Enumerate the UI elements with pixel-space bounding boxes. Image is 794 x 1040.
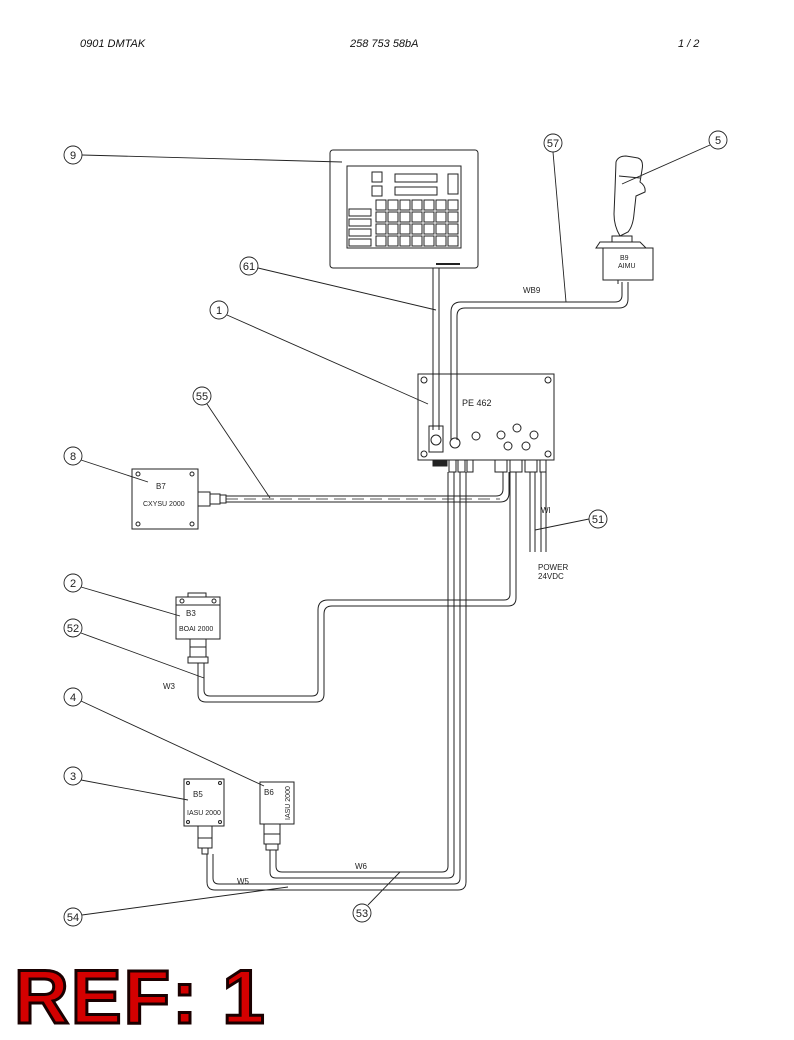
callout-2: 2 [70, 578, 76, 590]
b6-id-label: B6 [264, 788, 274, 797]
pe462-box [417, 373, 555, 473]
callout-55: 55 [196, 391, 208, 403]
wire-label-wb9: WB9 [523, 286, 541, 295]
callout-61: 61 [243, 261, 255, 273]
callout-5: 5 [715, 135, 721, 147]
callout-52: 52 [67, 623, 79, 635]
callout-57: 57 [547, 138, 559, 150]
b7-name-label: CXYSU 2000 [143, 501, 185, 508]
cable-panel-pe [432, 268, 440, 430]
wire-label-w3: W3 [163, 682, 176, 691]
b5-id-label: B5 [193, 790, 203, 799]
wire-label-w5: W5 [237, 877, 250, 886]
b7-sensor [131, 468, 227, 530]
wire-label-w6: W6 [355, 862, 368, 871]
header-doc-code: 0901 DMTAK [80, 38, 146, 50]
cable-wb9 [450, 282, 629, 440]
callout-53: 53 [356, 908, 368, 920]
pe462-label: PE 462 [462, 398, 492, 408]
cable-w3 [197, 472, 517, 703]
callout-51: 51 [592, 514, 604, 526]
callout-1: 1 [216, 305, 222, 317]
b5-name-label: IASU 2000 [187, 810, 221, 817]
b3-sensor [175, 592, 221, 664]
b3-name-label: BOAI 2000 [179, 626, 213, 633]
b9-name-label: AIMU [618, 263, 636, 270]
b6-name-label: IASU 2000 [285, 786, 292, 820]
power-voltage-label: 24VDC [538, 572, 564, 581]
header-part-number: 258 753 58bA [350, 38, 419, 50]
cable-power [529, 472, 547, 552]
callout-8: 8 [70, 451, 76, 463]
power-label: POWER [538, 563, 568, 572]
callout-4: 4 [70, 692, 76, 704]
callout-leaders [63, 130, 728, 927]
callout-9: 9 [70, 150, 76, 162]
wire-label-wi: WI [541, 506, 551, 515]
joystick [595, 155, 654, 284]
b5-sensor [183, 778, 225, 855]
callout-3: 3 [70, 771, 76, 783]
control-panel [329, 149, 479, 269]
reference-label: REF: 1 [13, 955, 267, 1040]
cable-w5-w6 [206, 472, 467, 891]
header-page-number: 1 / 2 [678, 38, 700, 50]
cable-w7 [226, 472, 510, 503]
b3-id-label: B3 [186, 609, 196, 618]
b9-id-label: B9 [620, 255, 629, 262]
b6-sensor [259, 781, 295, 851]
b7-id-label: B7 [156, 482, 166, 491]
callout-54: 54 [67, 912, 79, 924]
